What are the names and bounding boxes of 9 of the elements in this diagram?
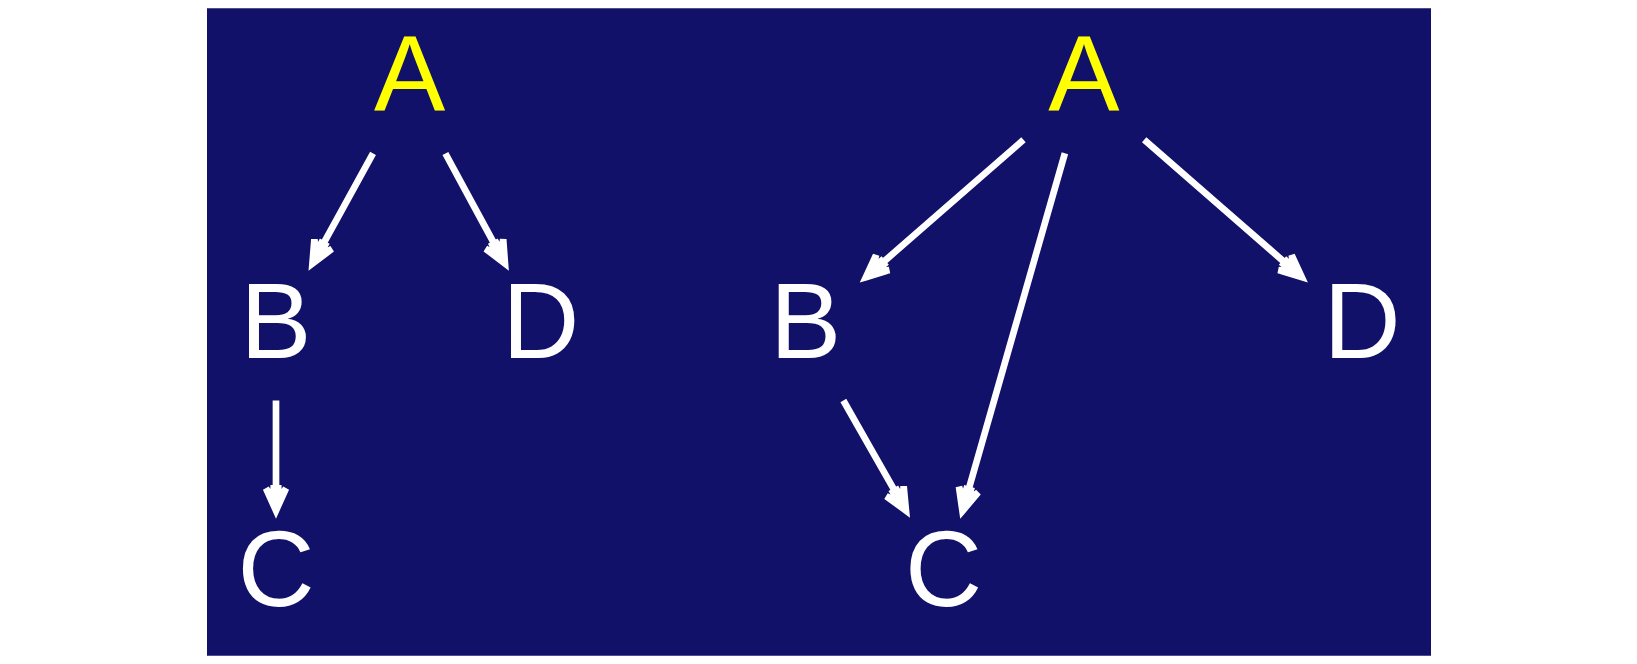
node-text: C — [236, 508, 315, 629]
node-text: B — [239, 261, 312, 382]
node-text: D — [501, 261, 579, 382]
node-text: A — [373, 14, 445, 135]
arrow — [1141, 137, 1305, 281]
node-text: D — [1322, 261, 1401, 382]
node-text: C — [904, 508, 982, 629]
node-text: A — [1047, 14, 1119, 135]
node-text: B — [769, 261, 841, 382]
